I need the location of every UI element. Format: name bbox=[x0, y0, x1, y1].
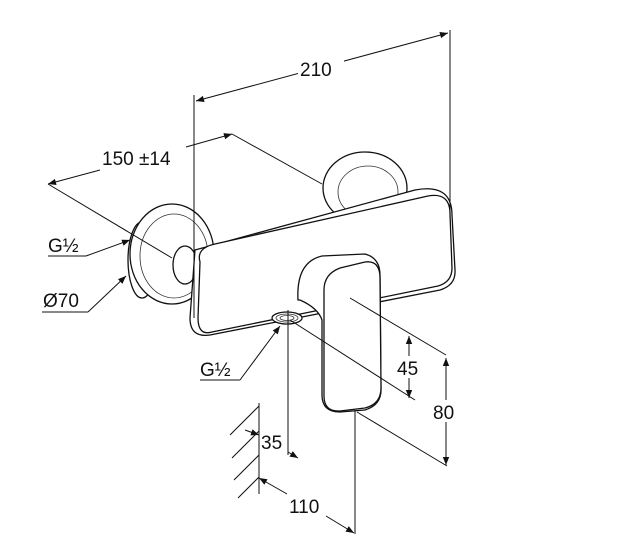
dimension-label-35: 35 bbox=[261, 433, 282, 454]
dimension-label-210: 210 bbox=[300, 60, 332, 81]
dimension-150 bbox=[47, 133, 323, 259]
label-plate-diameter: Ø70 bbox=[43, 291, 79, 312]
wall-hatch bbox=[229, 403, 260, 499]
leader-inlet-thread bbox=[48, 239, 131, 257]
dimension-label-80: 80 bbox=[433, 403, 454, 424]
dimension-label-110: 110 bbox=[289, 497, 319, 518]
dimension-35 bbox=[244, 429, 299, 459]
mixer-handle bbox=[297, 253, 382, 413]
leader-outlet-thread bbox=[200, 310, 416, 455]
dimension-110 bbox=[258, 410, 356, 534]
label-outlet-thread: G½ bbox=[200, 360, 231, 381]
outlet-thread-icon bbox=[271, 311, 303, 325]
label-inlet-thread: G½ bbox=[48, 236, 79, 257]
dimension-label-45: 45 bbox=[397, 359, 418, 380]
dimension-label-150: 150 ±14 bbox=[102, 149, 171, 170]
leader-plate-diameter bbox=[42, 275, 127, 313]
